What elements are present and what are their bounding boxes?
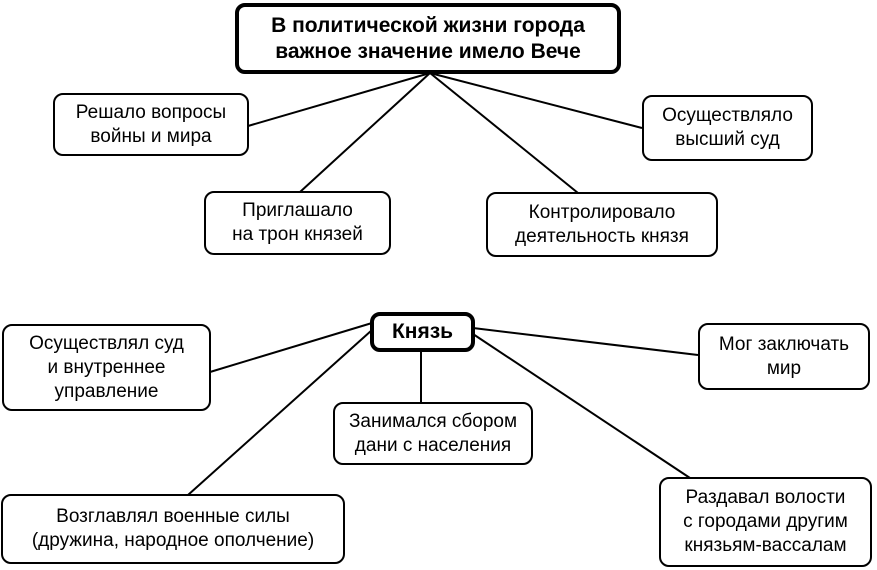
link-veche-control-prince [429, 72, 579, 194]
prince-item-peace: Мог заключать мир [698, 323, 870, 390]
veche-title-line-2: важное значение имело Вече [275, 39, 581, 63]
veche-item-invite-princes-line-1: Приглашало [242, 200, 353, 221]
veche-item-high-court: Осуществляло высший суд [642, 95, 813, 161]
prince-item-army: Возглавлял военные силы (дружина, народн… [1, 494, 345, 564]
prince-item-army-line-1: Возглавлял военные силы [56, 506, 290, 527]
veche-item-war-peace: Решало вопросы войны и мира [53, 93, 249, 156]
link-prince-volosti [472, 333, 691, 479]
prince-item-court-admin-line-3: управление [54, 380, 159, 402]
link-prince-army [187, 329, 373, 496]
prince-item-volosti-line-3: князьям-вассалам [684, 535, 847, 556]
prince-item-peace-line-2: мир [766, 357, 802, 379]
veche-item-war-peace-line-2: войны и мира [90, 125, 212, 147]
prince-item-tribute-line-2: дани с населения [354, 434, 512, 456]
prince-item-army-line-2: (дружина, народное ополчение) [31, 530, 315, 551]
prince-item-court-admin-line-2: и внутреннее [47, 356, 166, 378]
link-veche-invite-princes [299, 72, 431, 193]
link-veche-war-peace [247, 72, 431, 127]
link-prince-court-admin [209, 322, 373, 373]
veche-title-box: В политической жизни города важное значе… [235, 3, 621, 74]
prince-item-volosti-line-2: с городами другим [683, 511, 848, 532]
prince-item-court-admin-line-1: Осуществлял суд [29, 332, 184, 354]
veche-item-high-court-line-2: высший суд [675, 129, 780, 150]
prince-item-tribute: Занимался сбором дани с населения [333, 402, 533, 465]
prince-item-peace-line-1: Мог заключать [718, 333, 850, 355]
veche-item-war-peace-line-1: Решало вопросы [75, 101, 227, 123]
veche-item-control-prince: Контролировало деятельность князя [486, 192, 718, 257]
veche-item-high-court-line-1: Осуществляло [662, 105, 793, 126]
veche-title-line-1: В политической жизни города [271, 13, 585, 37]
prince-item-tribute-line-1: Занимался сбором [348, 410, 518, 432]
prince-item-volosti-line-1: Раздавал волости [685, 487, 846, 508]
veche-item-invite-princes-line-2: на трон князей [232, 224, 363, 245]
prince-item-volosti: Раздавал волости с городами другим князь… [659, 477, 872, 567]
prince-item-court-admin: Осуществлял суд и внутреннее управление [2, 324, 211, 411]
veche-item-control-prince-line-1: Контролировало [528, 201, 676, 223]
link-veche-high-court [429, 72, 643, 129]
veche-item-invite-princes: Приглашало на трон князей [204, 191, 391, 255]
veche-item-control-prince-line-2: деятельность князя [515, 225, 689, 247]
prince-title-box: Князь [370, 312, 475, 352]
prince-title: Князь [391, 320, 454, 343]
link-prince-peace [472, 327, 699, 356]
